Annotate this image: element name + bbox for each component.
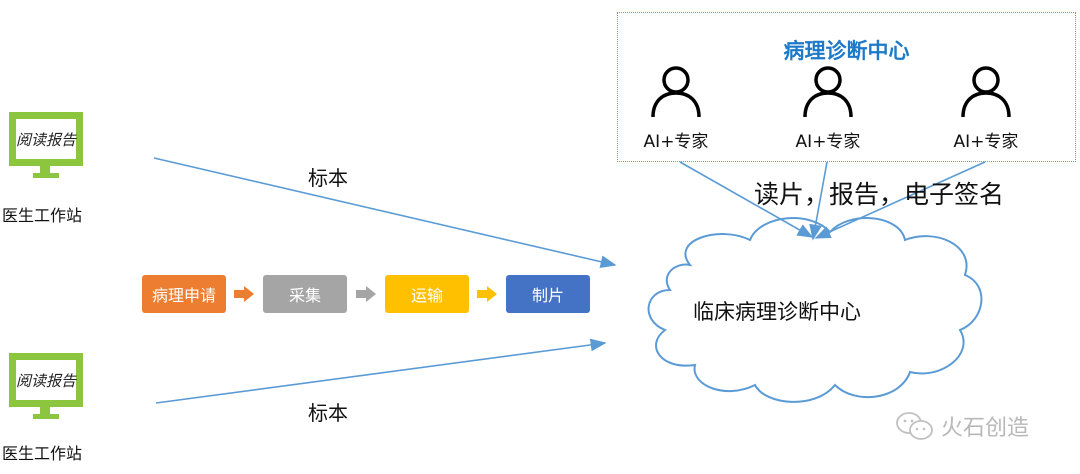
expert-arrow-2: [809, 161, 828, 241]
monitor-screen-text: 阅读报告: [16, 131, 77, 149]
expert-1: AI+专家: [626, 63, 726, 152]
workstation-label-bottom: 医生工作站: [2, 444, 83, 463]
watermark-text: 火石创造: [941, 416, 1030, 441]
person-icon: [803, 66, 853, 118]
person-icon: [961, 66, 1011, 118]
specimen-arrow-top: [153, 157, 617, 268]
flow-label-read-report-sign: 读片，报告，电子签名: [754, 180, 1005, 209]
wechat-icon: [896, 412, 933, 440]
step-slide-making: 制片: [506, 275, 590, 313]
step-arrow-icon: [234, 286, 254, 302]
monitor-stand: [40, 166, 50, 174]
expert-arrow-3: [814, 161, 986, 239]
expert-arrow-1: [679, 161, 814, 238]
specimen-label-top: 标本: [308, 166, 348, 190]
monitor-stand: [40, 407, 50, 415]
pathology-center-title: 病理诊断中心: [783, 39, 910, 63]
pathology-center-box: 病理诊断中心 AI+专家 AI+专家 AI+专家: [617, 12, 1076, 162]
workstation-monitor-top: 阅读报告: [0, 112, 83, 192]
specimen-label-bottom: 标本: [308, 401, 348, 425]
monitor-screen-text: 阅读报告: [16, 372, 77, 390]
step-collection: 采集: [263, 275, 347, 313]
monitor-base: [33, 173, 59, 178]
step-pathology-request: 病理申请: [142, 275, 226, 313]
step-arrow-icon: [356, 286, 376, 302]
step-arrow-icon: [477, 286, 497, 302]
cloud-label: 临床病理诊断中心: [693, 300, 861, 324]
workstation-label-top: 医生工作站: [2, 206, 83, 225]
person-icon: [651, 66, 701, 118]
expert-label: AI+专家: [953, 132, 1019, 152]
monitor-base: [33, 414, 59, 419]
expert-2: AI+专家: [778, 63, 878, 152]
specimen-arrow-bottom: [155, 338, 607, 404]
monitor-screen: 阅读报告: [9, 112, 83, 166]
monitor-screen: 阅读报告: [9, 353, 83, 407]
watermark: 火石创造: [895, 410, 1029, 442]
expert-label: AI+专家: [795, 132, 861, 152]
step-transport: 运输: [385, 275, 469, 313]
workstation-monitor-bottom: 阅读报告: [0, 353, 83, 433]
expert-label: AI+专家: [643, 132, 709, 152]
expert-3: AI+专家: [936, 63, 1036, 152]
